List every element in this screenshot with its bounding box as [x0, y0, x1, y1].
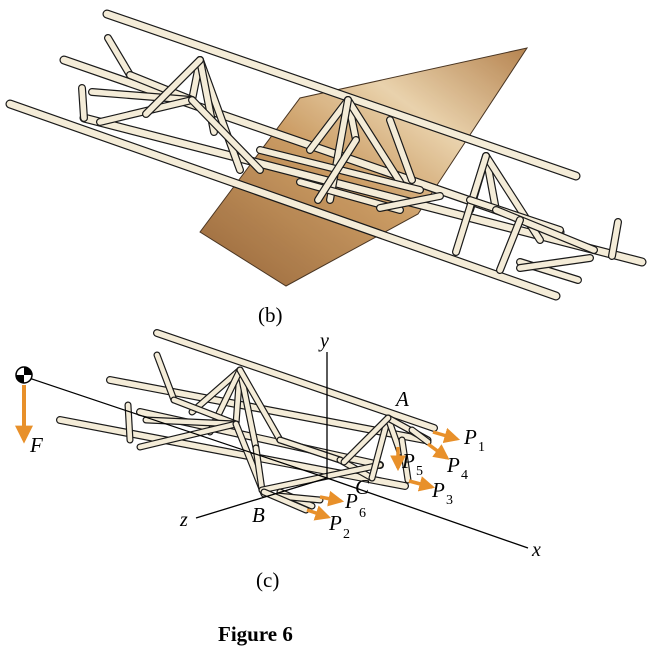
- truss-member-bottom-8: [236, 366, 260, 452]
- P6-label: P 6: [344, 489, 366, 521]
- truss-member-top-27: [492, 206, 598, 254]
- svg-text:P: P: [431, 478, 445, 502]
- truss-member-bottom-20: [274, 492, 324, 504]
- force-F: [15, 366, 33, 444]
- truss-member-bottom-11: [142, 416, 240, 428]
- labels: (b) (c) Figure 6 y x z A B C F P 1 P 4 P…: [29, 303, 541, 646]
- P2-arrow: [306, 505, 331, 521]
- svg-text:P: P: [446, 453, 460, 477]
- svg-text:4: 4: [461, 468, 468, 483]
- pivot-quadrant-1: [24, 367, 32, 375]
- truss-member-top-30: [516, 254, 594, 272]
- svg-text:1: 1: [478, 440, 485, 455]
- x-axis-line: [326, 477, 529, 549]
- truss-member-bottom-4: [124, 401, 134, 444]
- truss-member-top-32: [376, 192, 444, 212]
- coordinate-axes: [19, 352, 529, 549]
- point-B-label: B: [252, 503, 265, 527]
- truss-member-top-3: [79, 113, 647, 267]
- svg-text:P: P: [344, 489, 358, 513]
- figure-caption: Figure 6: [218, 622, 293, 646]
- truss-member-top-10: [88, 88, 196, 104]
- P1-label: P 1: [463, 425, 485, 455]
- truss-member-bottom-21: [368, 414, 392, 482]
- P4-label: P 4: [446, 453, 468, 483]
- P5-label: P 5: [401, 449, 423, 479]
- truss-member-top-14: [306, 96, 352, 154]
- truss-member-bottom-18: [258, 461, 384, 494]
- x-axis-label: x: [531, 539, 541, 561]
- P3-arrow: [408, 476, 436, 492]
- svg-text:P: P: [401, 449, 415, 473]
- truss-member-bottom-10: [170, 396, 240, 428]
- point-C-label: C: [355, 475, 370, 499]
- truss-member-bottom-12: [136, 420, 240, 451]
- svg-text:P: P: [463, 425, 477, 449]
- truss-member-bottom-26: [408, 426, 432, 446]
- truss-member-top-2: [5, 99, 561, 301]
- truss-member-top-0: [102, 9, 581, 181]
- pivot-quadrant-2: [16, 375, 24, 383]
- truss-with-section-plane: [5, 9, 647, 301]
- z-axis-line: [195, 477, 328, 519]
- truss-member-bottom-14: [236, 366, 284, 444]
- truss-member-top-21: [386, 116, 416, 184]
- sectioned-truss-free-body: [56, 329, 438, 514]
- truss-member-bottom-16: [276, 436, 344, 464]
- truss-member-top-31: [608, 218, 622, 260]
- truss-member-bottom-0: [153, 329, 438, 432]
- truss-member-bottom-24: [340, 414, 392, 466]
- svg-text:2: 2: [343, 527, 350, 542]
- force-line-of-action: [19, 374, 328, 479]
- force-F-label: F: [29, 433, 43, 457]
- truss-member-top-12: [142, 56, 204, 118]
- P3-label: P 3: [431, 478, 453, 508]
- truss-member-top-5: [104, 34, 134, 79]
- y-axis-label: y: [318, 330, 329, 352]
- P4-arrow: [426, 442, 450, 460]
- truss-member-bottom-5: [153, 351, 178, 404]
- member-force-arrows: [306, 427, 461, 521]
- panel-c-label: (c): [256, 568, 279, 592]
- svg-text:5: 5: [416, 464, 423, 479]
- svg-text:3: 3: [446, 493, 453, 508]
- truss-member-bottom-22: [384, 414, 404, 456]
- P2-label: P 2: [328, 511, 350, 542]
- z-axis-label: z: [179, 509, 188, 531]
- truss-member-top-4: [78, 84, 88, 122]
- panel-b-label: (b): [258, 303, 283, 327]
- truss-member-top-13: [188, 96, 264, 174]
- point-A-label: A: [394, 387, 409, 411]
- svg-text:6: 6: [359, 506, 366, 521]
- truss-member-top-16: [344, 96, 404, 186]
- P1-arrow: [432, 427, 461, 444]
- P6-arrow: [319, 490, 345, 507]
- truss-member-top-20: [314, 136, 360, 204]
- truss-member-bottom-7: [188, 366, 244, 416]
- truss-member-top-28: [496, 216, 524, 274]
- svg-text:P: P: [328, 511, 342, 535]
